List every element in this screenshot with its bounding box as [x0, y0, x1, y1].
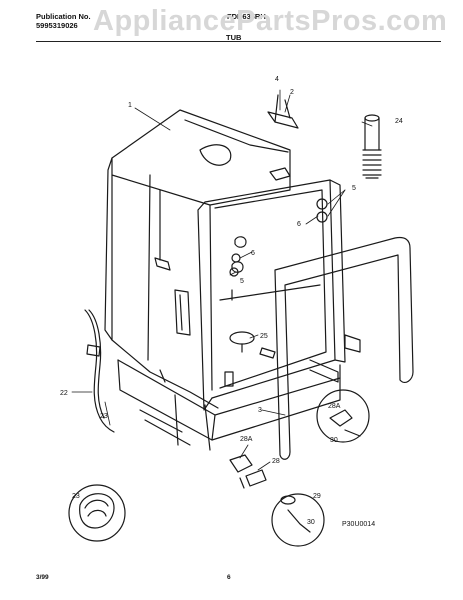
- door-gasket: [274, 236, 414, 460]
- callout-28Aa: 28A: [328, 403, 341, 410]
- callout-25: 25: [260, 333, 268, 340]
- detail-circle-left: [68, 484, 126, 542]
- callout-23b: 23: [72, 493, 80, 500]
- callout-5a: 5: [352, 185, 356, 192]
- header-rule: [36, 41, 441, 42]
- callout-3: 3: [258, 407, 262, 414]
- callout-29: 29: [313, 493, 321, 500]
- tub-front-frame: [197, 167, 346, 411]
- drain-hose: [84, 309, 115, 433]
- footer-date: 3/99: [36, 574, 49, 581]
- water-inlet: [224, 331, 276, 387]
- publication-number: 5995319026: [36, 21, 78, 30]
- callout-6a: 6: [297, 221, 301, 228]
- bracket: [267, 94, 299, 129]
- callout-30a: 30: [330, 437, 338, 444]
- callout-28Ab: 28A: [240, 436, 253, 443]
- figure-code: P30U0014: [342, 521, 375, 528]
- callout-23a: 23: [100, 413, 108, 420]
- callout-24: 24: [395, 118, 403, 125]
- publication-label: Publication No.: [36, 12, 91, 21]
- callout-2: 2: [290, 89, 294, 96]
- footer-page: 6: [227, 574, 231, 581]
- section-title: TUB: [226, 33, 242, 42]
- callout-28: 28: [272, 458, 280, 465]
- callout-1: 1: [128, 102, 132, 109]
- leader-lines: [71, 89, 373, 471]
- callout-4: 4: [275, 76, 279, 83]
- model-number: FDB635RH: [227, 12, 266, 21]
- callouts: 1 2 4 24 5 6 6 5 25 3 22 23 28A 30 28A 2…: [60, 76, 403, 528]
- tub-body: [104, 109, 291, 409]
- callout-22: 22: [60, 390, 68, 397]
- callout-30b: 30: [307, 519, 315, 526]
- callout-5b: 5: [240, 278, 244, 285]
- detail-circle-right: [316, 389, 370, 443]
- tub-base-frame: [117, 334, 361, 451]
- watermark: AppliancePartsPros.com: [93, 5, 448, 37]
- hinge-parts: [229, 454, 267, 489]
- callout-6b: 6: [251, 250, 255, 257]
- vent-tube: [362, 114, 382, 179]
- detail-circle-lower: [271, 493, 325, 547]
